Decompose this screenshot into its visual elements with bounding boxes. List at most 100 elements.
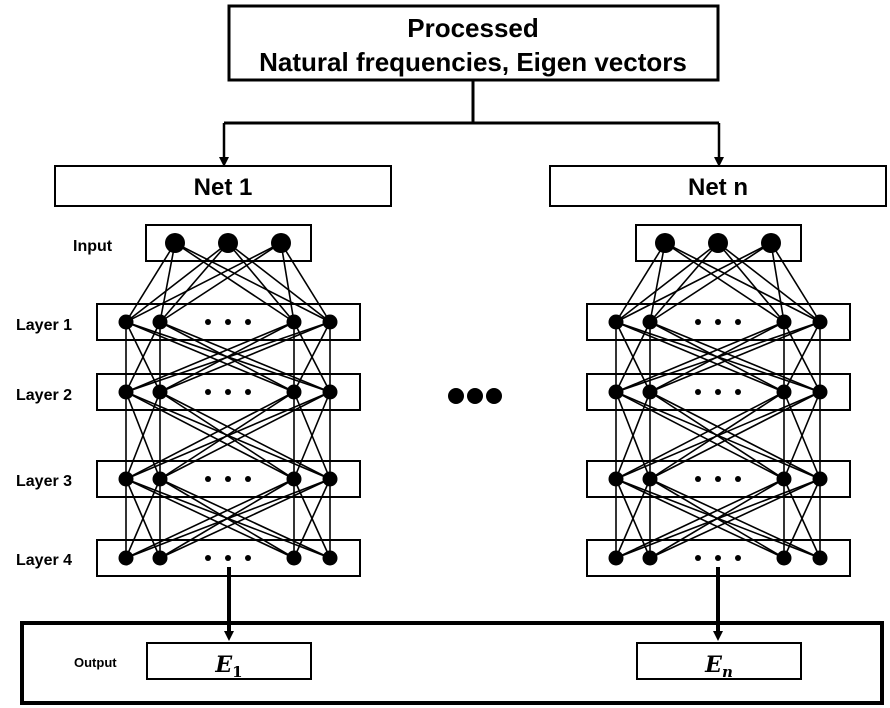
edge <box>174 242 331 323</box>
edge <box>783 478 821 559</box>
edge <box>770 242 821 323</box>
net-n-box <box>549 165 887 207</box>
edge <box>717 242 785 323</box>
edge <box>649 391 821 480</box>
edge <box>159 321 331 393</box>
label-layer-2: Layer 2 <box>16 387 72 404</box>
edge <box>125 321 161 393</box>
hidden-node <box>776 384 792 400</box>
output-value-net-n: En <box>704 652 733 681</box>
edge <box>649 242 772 323</box>
edge <box>280 242 331 323</box>
edge <box>649 242 719 323</box>
hidden-node <box>118 384 134 400</box>
edge <box>227 242 295 323</box>
hidden-node <box>776 550 792 566</box>
edge <box>783 391 821 480</box>
hidden-node <box>322 314 338 330</box>
edge <box>159 391 331 480</box>
layer-ellipsis-dot <box>205 476 211 482</box>
hidden-node <box>152 550 168 566</box>
edge <box>649 478 821 559</box>
edge <box>159 478 331 559</box>
layer-ellipsis-dot <box>225 389 231 395</box>
edge <box>615 321 785 393</box>
hidden-node <box>152 384 168 400</box>
edge <box>615 391 821 480</box>
input-node <box>708 233 728 253</box>
edge <box>159 242 282 323</box>
hidden-node <box>608 314 624 330</box>
layer-ellipsis-dot <box>695 389 701 395</box>
edge <box>615 242 772 323</box>
edge <box>125 242 229 323</box>
edge <box>125 321 295 393</box>
edge <box>664 242 785 323</box>
header-title-line1: Processed <box>407 13 539 43</box>
connection-edges <box>615 242 821 559</box>
net-n-graph <box>586 224 851 577</box>
layer-ellipsis-dot <box>735 476 741 482</box>
edge <box>770 242 785 323</box>
edge <box>664 242 821 323</box>
edge <box>125 391 295 480</box>
label-input: Input <box>73 238 113 255</box>
hidden-node <box>608 550 624 566</box>
edge <box>615 242 719 323</box>
edge <box>159 242 176 323</box>
between-nets-dot-2 <box>467 388 483 404</box>
layer-ellipsis-dot <box>205 319 211 325</box>
edge <box>293 321 331 393</box>
input-node <box>271 233 291 253</box>
layer-ellipsis-dot <box>245 319 251 325</box>
between-nets-dot-3 <box>486 388 502 404</box>
layer-ellipsis-dot <box>735 389 741 395</box>
layer-ellipsis-dot <box>715 389 721 395</box>
between-nets-dot-1 <box>448 388 464 404</box>
layer-ellipsis-dot <box>695 476 701 482</box>
layer-ellipsis-dot <box>245 389 251 395</box>
layer-ellipsis-dot <box>735 555 741 561</box>
net-n-title: Net n <box>688 174 748 201</box>
input-node <box>218 233 238 253</box>
layer-ellipsis-dot <box>715 476 721 482</box>
input-node <box>761 233 781 253</box>
edge <box>159 242 229 323</box>
edge <box>615 391 785 480</box>
output-value-net-1: E1 <box>214 652 242 681</box>
hidden-node <box>322 550 338 566</box>
edge <box>717 242 821 323</box>
net-1-title: Net 1 <box>194 174 253 201</box>
edge <box>649 321 821 393</box>
hidden-node <box>812 314 828 330</box>
edge <box>649 242 666 323</box>
hidden-node <box>118 550 134 566</box>
layer-ellipsis-dot <box>205 555 211 561</box>
edge <box>125 321 331 393</box>
hidden-node <box>286 314 302 330</box>
edge <box>615 242 666 323</box>
input-node <box>655 233 675 253</box>
hidden-node <box>642 471 658 487</box>
hidden-node <box>118 471 134 487</box>
output-label: Output <box>74 655 117 670</box>
hidden-node <box>286 471 302 487</box>
hidden-node <box>286 384 302 400</box>
layer-ellipsis-dot <box>245 476 251 482</box>
hidden-node <box>642 550 658 566</box>
edge <box>615 478 821 559</box>
hidden-node <box>608 384 624 400</box>
net-1-graph <box>96 224 361 577</box>
hidden-node <box>286 550 302 566</box>
hidden-node <box>118 314 134 330</box>
layer-ellipsis-dot <box>695 555 701 561</box>
hidden-node <box>812 384 828 400</box>
edge <box>125 478 295 559</box>
hidden-node <box>152 314 168 330</box>
hidden-node <box>642 384 658 400</box>
edge <box>293 391 331 480</box>
edge <box>125 242 176 323</box>
hidden-node <box>776 314 792 330</box>
edge <box>125 391 161 480</box>
